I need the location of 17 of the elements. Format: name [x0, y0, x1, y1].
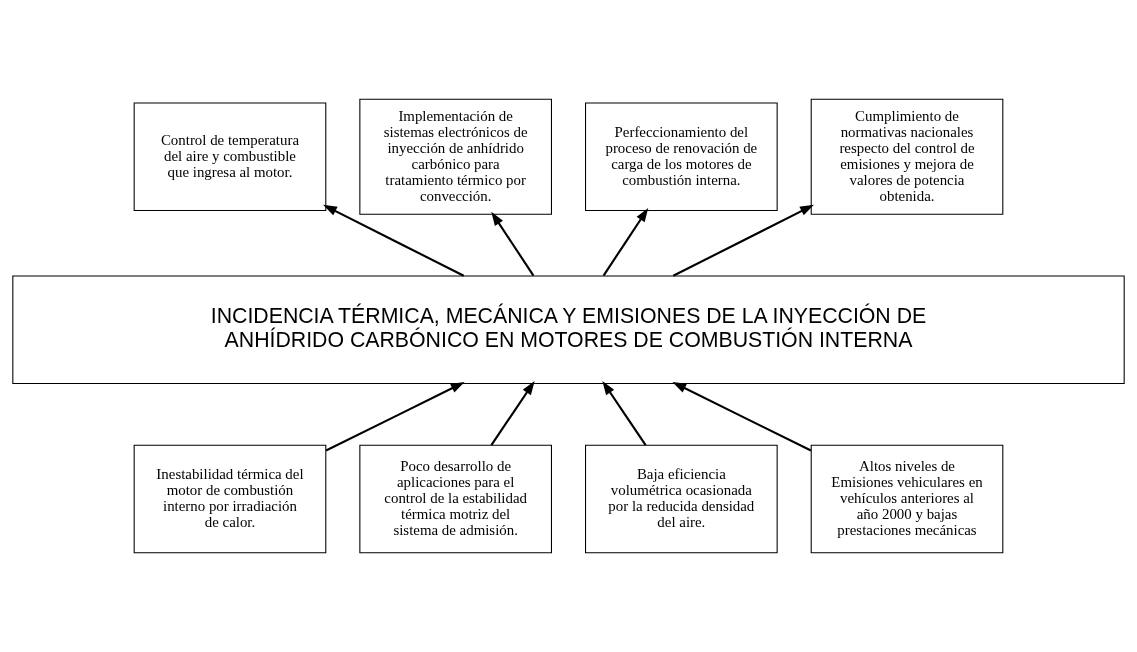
node-box: Perfeccionamiento del proceso de renovación de carga de los motores de combustión interna.: [585, 102, 778, 212]
arrow: [672, 382, 812, 452]
arrow: [602, 380, 647, 446]
node-box: Cumplimiento de normativas nacionales respecto del control de emisiones y mejora de valores de potencia obtenida.: [810, 98, 1004, 215]
arrow: [672, 204, 814, 277]
arrow: [491, 211, 535, 277]
arrow: [490, 380, 535, 446]
arrow: [325, 382, 465, 452]
node-box: Baja eficiencia volumétrica ocasionada por la reducida densidad del aire.: [585, 444, 778, 554]
node-box: INCIDENCIA TÉRMICA, MECÁNICA Y EMISIONES DE LA INYECCIÓN DE ANHÍDRIDO CARBÓNICO EN MOTORES DE COMBUSTIÓN INTERNA: [12, 275, 1125, 384]
node-box: Altos niveles de Emisiones vehiculares en vehículos anteriores al año 2000 y bajas prestaciones mecánicas: [810, 444, 1004, 554]
node-box: Implementación de sistemas electrónicos de inyección de anhídrido carbónico para tratamiento térmico por convección.: [359, 98, 552, 215]
arrow: [323, 204, 465, 277]
node-box: Poco desarrollo de aplicaciones para el control de la estabilidad térmica motriz del sistema de admisión.: [359, 444, 552, 554]
node-box: Inestabilidad térmica del motor de combustión interno por irradiación de calor.: [133, 444, 327, 554]
arrow: [602, 207, 649, 277]
node-box: Control de temperatura del aire y combustible que ingresa al motor.: [133, 102, 327, 212]
